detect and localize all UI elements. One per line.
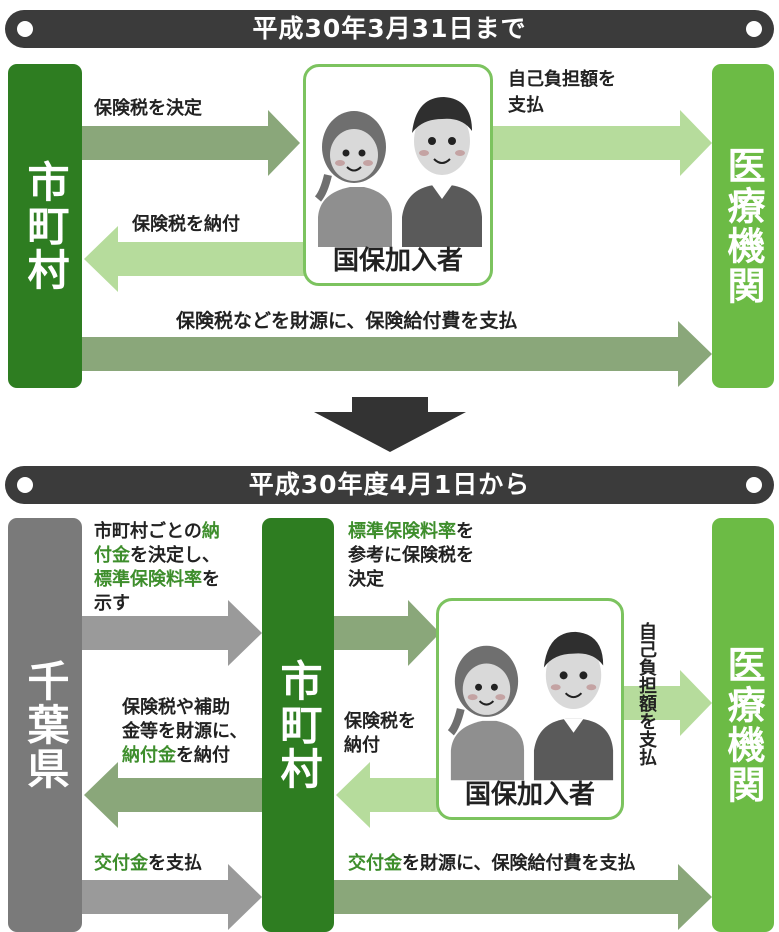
city-label: 市町村 — [21, 160, 70, 292]
tax-pay-line2: 納付 — [344, 735, 380, 756]
header-title: 平成30年度4月1日から — [248, 470, 531, 499]
header-title: 平成30年3月31日まで — [252, 14, 527, 43]
city-label: 市町村 — [274, 659, 323, 791]
city-box-bottom: 市町村 — [262, 518, 334, 932]
copay-label-line1: 自己負担額を — [508, 69, 616, 90]
city-decide-line1: 標準保険料率を — [348, 521, 474, 542]
header-after: 平成30年度4月1日から — [5, 466, 774, 504]
koufu-benefit-label: 交付金を財源に、保険給付費を支払 — [348, 853, 636, 874]
arrow-pay-tax — [84, 226, 310, 292]
arrow-pay-tax-label: 保険税を納付 — [132, 214, 240, 235]
arrow-benefit-bottom — [334, 864, 712, 930]
pref-decide-line4: 示す — [94, 593, 130, 614]
pref-decide-line1: 市町村ごとの納 — [94, 521, 220, 542]
arrow-decide-label: 保険税を決定 — [94, 98, 202, 119]
arrow-decide-tax — [82, 110, 300, 176]
pref-box: 千葉県 — [8, 518, 82, 932]
header-before: 平成30年3月31日まで — [5, 10, 774, 48]
pref-decide-line2: 付金を決定し、 — [94, 545, 220, 566]
koufu-label: 交付金を支払 — [94, 853, 202, 874]
family-illustration — [447, 631, 614, 781]
tax-pay-line1: 保険税を — [344, 711, 416, 732]
copay-label-line2: 支払 — [508, 95, 544, 116]
insured-label: 国保加入者 — [464, 780, 595, 810]
arrow-city-to-pref — [84, 762, 262, 828]
arrow-copay-bottom — [624, 670, 712, 736]
city-decide-line3: 決定 — [348, 569, 384, 590]
arrow-copay — [492, 110, 712, 176]
arrow-city-decide — [334, 600, 440, 666]
insured-box-bottom: 国保加入者 — [436, 598, 624, 820]
header-dot-left — [17, 477, 33, 493]
city-box-top: 市町村 — [8, 64, 82, 388]
hospital-box-bottom: 医療機関 — [712, 518, 774, 932]
hospital-box-top: 医療機関 — [712, 64, 774, 388]
header-dot-right — [746, 21, 762, 37]
copay-vertical-label: 自己負担額を支払 — [636, 622, 657, 766]
arrow-pref-to-city — [82, 600, 262, 666]
arrow-benefit-top — [82, 321, 712, 387]
header-dot-left — [17, 21, 33, 37]
hospital-label: 医療機関 — [721, 146, 765, 306]
pref-label: 千葉県 — [21, 659, 70, 791]
insured-label: 国保加入者 — [332, 246, 463, 276]
family-illustration — [314, 97, 482, 247]
insured-box-top: 国保加入者 — [303, 64, 493, 286]
noufu-line3: 納付金を納付 — [122, 745, 230, 766]
city-decide-line2: 参考に保険税を — [348, 545, 474, 566]
pref-decide-line3: 標準保険料率を — [94, 569, 220, 590]
header-dot-right — [746, 477, 762, 493]
hospital-label: 医療機関 — [721, 645, 765, 805]
noufu-line2: 金等を財源に、 — [122, 721, 248, 742]
noufu-line1: 保険税や補助 — [122, 697, 230, 718]
transition-down-arrow — [314, 397, 466, 452]
arrow-insured-pay-tax — [336, 762, 440, 828]
arrow-koufu — [82, 864, 262, 930]
benefit-label-top: 保険税などを財源に、保険給付費を支払 — [176, 310, 518, 332]
